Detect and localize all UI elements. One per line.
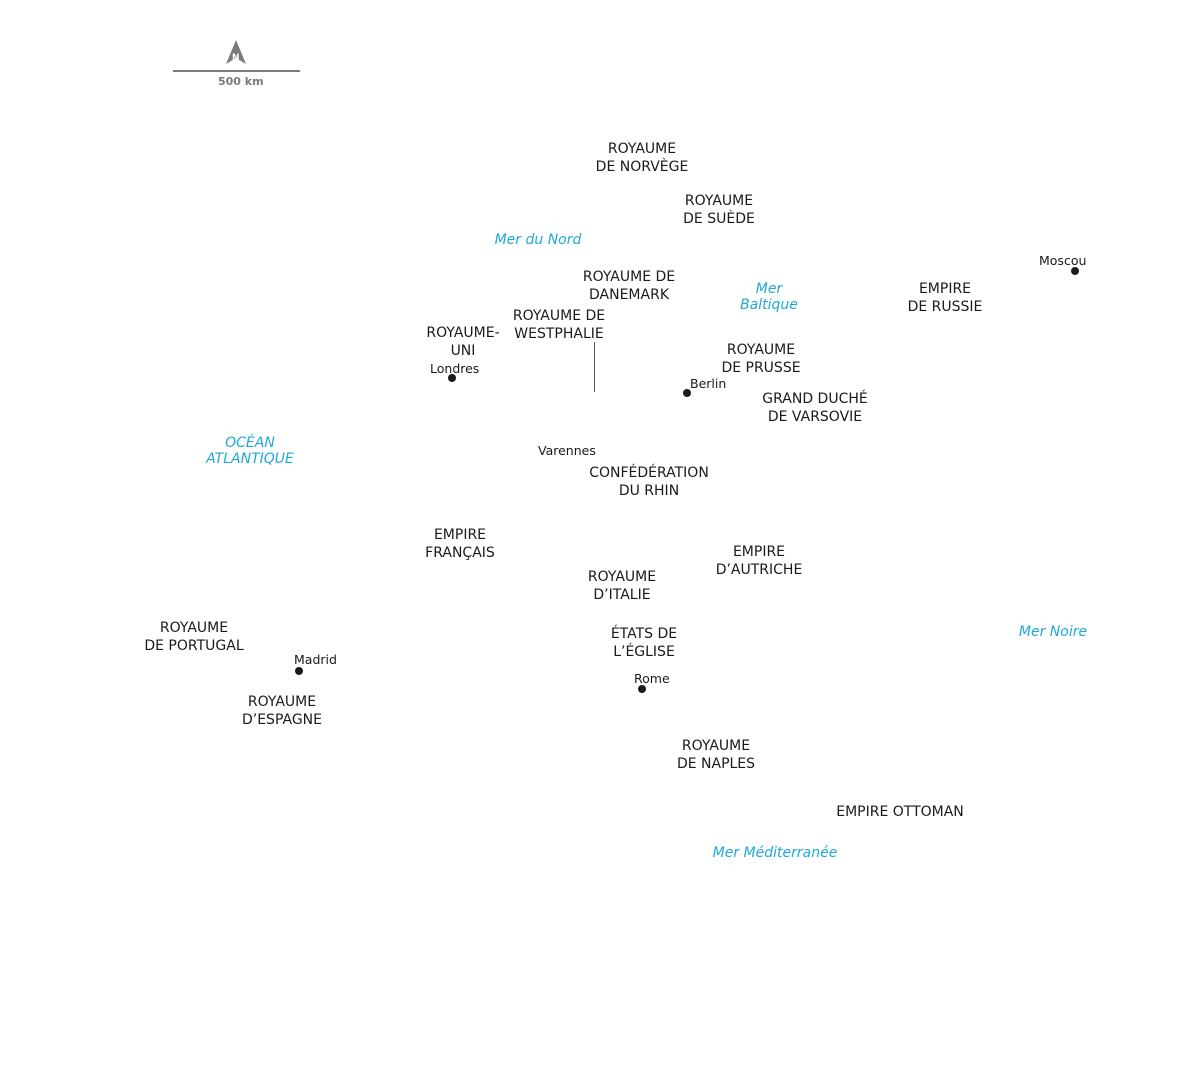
label-royaume-espagne: ROYAUME D’ESPAGNE <box>241 694 322 728</box>
label-mer-baltique: Mer Baltique <box>740 281 798 313</box>
label-royaume-westphalie: ROYAUME DE WESTPHALIE <box>512 308 606 342</box>
city-dot-berlin <box>683 389 691 397</box>
city-label-rome: Rome <box>634 671 670 686</box>
label-empire-autriche: EMPIRE D’AUTRICHE <box>715 544 803 578</box>
city-dot-madrid <box>295 667 303 675</box>
label-royaume-norvege: ROYAUME DE NORVÈGE <box>595 141 689 175</box>
city-dot-londres <box>448 374 456 382</box>
city-dot-moscou <box>1071 267 1079 275</box>
city-label-londres: Londres <box>430 361 480 376</box>
label-grand-duche-varsovie: GRAND DUCHÉ DE VARSOVIE <box>762 391 868 425</box>
label-royaume-danemark: ROYAUME DE DANEMARK <box>582 269 676 303</box>
leader-line <box>594 342 595 392</box>
scale-line <box>173 70 300 72</box>
label-royaume-naples: ROYAUME DE NAPLES <box>676 738 756 772</box>
north-label: N <box>232 53 240 63</box>
city-label-madrid: Madrid <box>294 652 337 667</box>
label-royaume-prusse: ROYAUME DE PRUSSE <box>721 342 801 376</box>
label-empire-ottoman: EMPIRE OTTOMAN <box>836 804 964 820</box>
label-empire-francais: EMPIRE FRANÇAIS <box>425 527 495 561</box>
label-ocean-atlantique: OCÉAN ATLANTIQUE <box>206 435 294 467</box>
north-arrow-icon <box>226 40 246 64</box>
label-royaume-portugal: ROYAUME DE PORTUGAL <box>144 620 244 654</box>
label-royaume-suede: ROYAUME DE SUÈDE <box>683 193 755 227</box>
label-etats-eglise: ÉTATS DE L’ÉGLISE <box>610 626 678 660</box>
label-confederation-rhin: CONFÉDÉRATION DU RHIN <box>589 465 709 499</box>
city-label-varennes: Varennes <box>538 443 596 458</box>
scale-label: 500 km <box>218 75 264 88</box>
city-label-moscou: Moscou <box>1039 253 1087 268</box>
label-mer-mediterranee: Mer Méditerranée <box>712 845 838 861</box>
label-mer-noire: Mer Noire <box>1018 624 1088 640</box>
label-empire-russie: EMPIRE DE RUSSIE <box>907 281 983 315</box>
city-label-berlin: Berlin <box>690 376 727 391</box>
label-royaume-italie: ROYAUME D’ITALIE <box>587 569 657 603</box>
label-royaume-uni: ROYAUME- UNI <box>426 325 500 359</box>
city-dot-rome <box>638 685 646 693</box>
label-mer-du-nord: Mer du Nord <box>494 232 582 248</box>
